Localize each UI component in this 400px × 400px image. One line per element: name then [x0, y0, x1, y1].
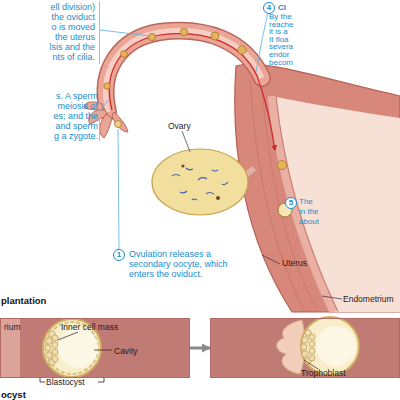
cell — [309, 348, 315, 354]
leader-line — [58, 332, 78, 340]
embryo — [238, 46, 246, 54]
oviduct-wall — [106, 31, 262, 112]
leader-line — [304, 360, 318, 369]
uterine-cavity — [272, 96, 400, 312]
cell — [309, 334, 315, 340]
callout-box: s. A sperm meiosis of es; and the and sp… — [51, 89, 100, 141]
embryo — [180, 28, 188, 36]
flow-arrow — [190, 347, 210, 350]
section-heading: plantation — [1, 295, 46, 306]
cell — [52, 356, 58, 362]
embryo — [211, 32, 219, 40]
embryo — [148, 33, 155, 40]
blastocyst-cavity — [316, 326, 356, 366]
callout-box: 5The in the about — [285, 195, 325, 227]
leader-line — [94, 350, 112, 351]
part-label: Cavity — [114, 346, 138, 356]
uterus-wall — [235, 64, 400, 312]
endometrium-surface — [0, 318, 20, 378]
embryos — [104, 28, 287, 169]
cell — [302, 351, 308, 357]
callout-number: 5 — [285, 197, 297, 209]
embryo — [277, 160, 286, 169]
part-label: Blastocyst — [46, 377, 85, 387]
label-leaders — [182, 131, 342, 299]
callout-text: ell division) the oviduct o is moved the… — [47, 2, 95, 62]
cell — [52, 342, 58, 348]
callout-box: ell division) the oviduct o is moved the… — [47, 1, 100, 64]
cell — [309, 355, 315, 361]
cell — [309, 341, 315, 347]
callout-text: Ovulation releases a secondary oocyte, w… — [129, 249, 229, 279]
part-label: Ovary — [168, 121, 191, 131]
ovary-shape — [152, 149, 248, 215]
blastocyst-panel: rium Inner cell massCavity — [0, 318, 190, 378]
cell — [302, 337, 308, 343]
embryo — [104, 83, 110, 89]
implantation-panel: Trophoblast — [210, 318, 400, 378]
endometrium-panel — [0, 318, 190, 378]
part-label: rium — [4, 322, 21, 332]
oviduct-lumen — [106, 31, 262, 112]
part-label: Endometrium — [343, 294, 394, 304]
inner-cell-mass — [301, 330, 315, 364]
callout-number: 1 — [113, 249, 125, 261]
leader-line — [322, 296, 342, 299]
endometrium-edge — [276, 96, 338, 312]
follicle-dot — [216, 196, 220, 200]
part-label: Trophoblast — [301, 368, 346, 378]
part-label: Uterus — [282, 258, 307, 268]
blastocyst-cavity — [58, 328, 98, 368]
section-heading: ocyst — [1, 389, 26, 400]
endometrium-panel — [210, 318, 400, 378]
callout-box: 1 Ovulation releases a secondary oocyte, … — [111, 247, 233, 289]
callout-text: By the reache it is a It floa severa end… — [269, 13, 294, 66]
travel-arrow — [109, 34, 275, 150]
fimbria — [100, 114, 112, 138]
cell — [52, 335, 58, 341]
part-label: Inner cell mass — [61, 322, 118, 332]
leader-line — [182, 131, 190, 152]
callout-heading: Cl — [278, 3, 286, 12]
callout-text: The in the about — [299, 197, 320, 227]
follicle-dot — [181, 164, 184, 167]
oviduct-tube — [106, 31, 262, 112]
endometrium-lining — [272, 96, 334, 312]
leader-line — [256, 12, 268, 72]
embryo — [121, 51, 128, 58]
fimbria — [112, 112, 128, 132]
leader-line — [100, 30, 150, 36]
cell — [45, 345, 51, 351]
panel-leaders — [58, 332, 112, 350]
callout-text: s. A sperm meiosis of es; and the and sp… — [51, 91, 98, 141]
callout-leaders — [100, 12, 287, 249]
cell — [301, 344, 307, 350]
follicle-marks — [172, 168, 228, 200]
cell — [46, 352, 52, 358]
cell — [52, 349, 58, 355]
leader-line — [262, 255, 280, 264]
inner-cell-mass — [45, 331, 58, 365]
leader-line — [118, 129, 119, 249]
oocyte — [115, 121, 122, 128]
leader-line — [100, 100, 108, 112]
cell — [46, 338, 52, 344]
callout-box: 4ClBy the reache it is a It floa severa … — [263, 1, 400, 63]
blastocyst-shell — [301, 317, 359, 375]
